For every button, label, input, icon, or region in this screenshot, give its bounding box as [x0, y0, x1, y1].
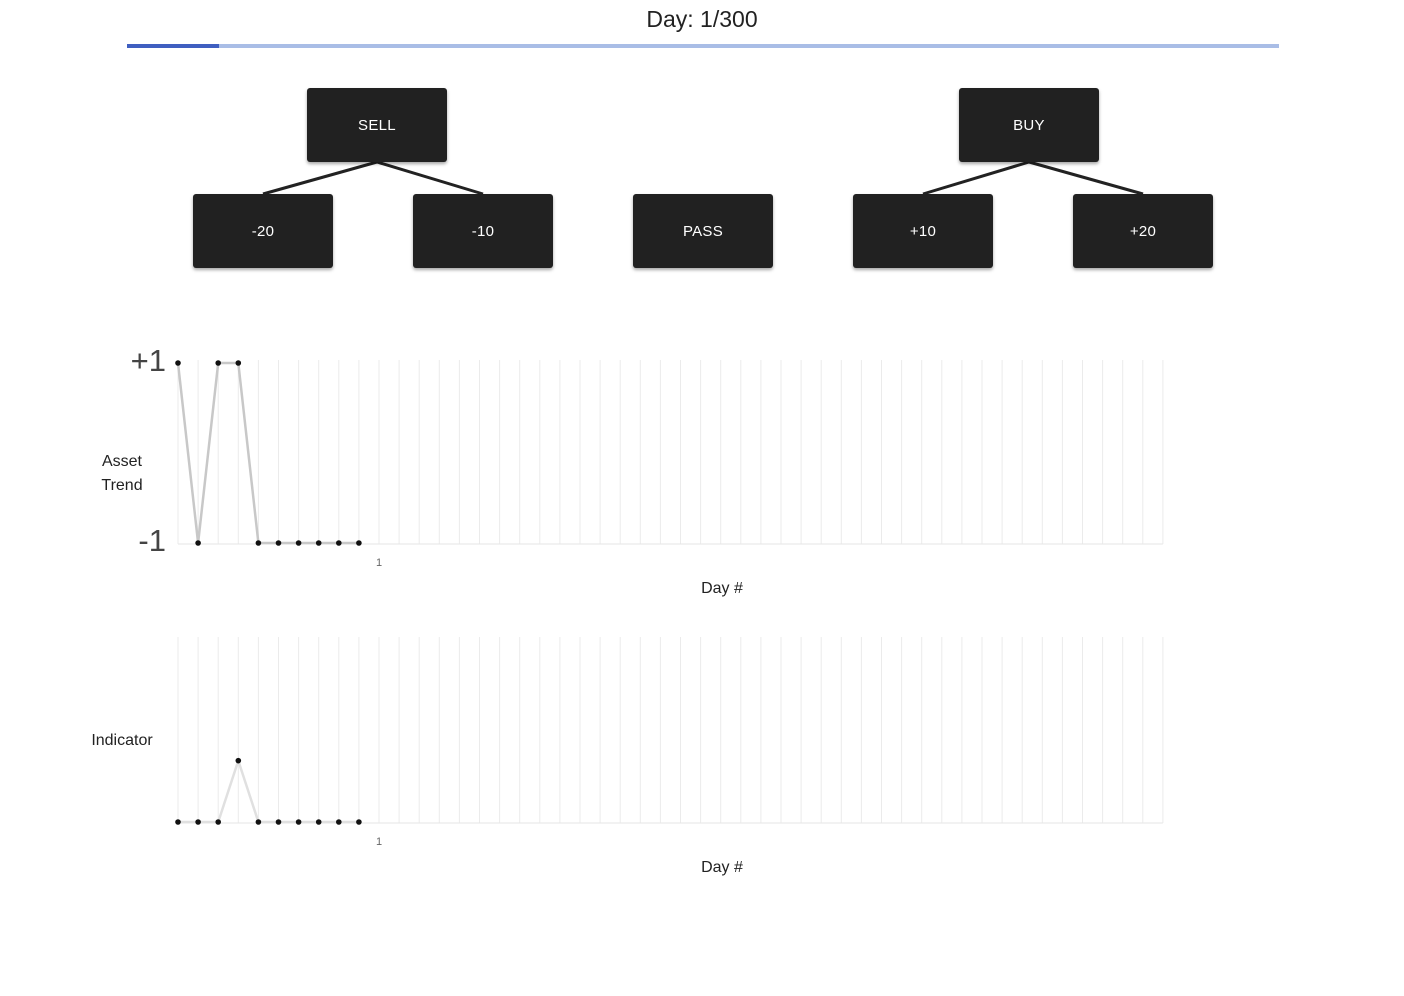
x-tick-label: 1 [376, 557, 382, 569]
sell-10-button[interactable]: -10 [413, 194, 553, 268]
series-line [176, 361, 359, 545]
indicator-chart: 1 [175, 637, 1164, 848]
data-point [235, 757, 242, 764]
connector-buy-plus10 [922, 160, 1030, 196]
asset-trend-xlabel: Day # [701, 580, 743, 597]
asset-trend-ylabel-line1: Asset [101, 453, 142, 470]
progress-bar [127, 44, 1279, 48]
data-point [315, 819, 322, 825]
data-point [356, 540, 362, 546]
data-point [356, 819, 362, 825]
progress-bar-fill [127, 44, 220, 48]
asset-trend-ytick-bottom: -1 [138, 523, 166, 558]
series-line [178, 756, 359, 824]
connector-buy-plus20 [1028, 160, 1144, 196]
pass-button[interactable]: PASS [633, 194, 773, 268]
data-point [336, 540, 342, 546]
data-point [215, 360, 221, 366]
connector-sell-minus20 [262, 160, 378, 196]
data-point [195, 819, 201, 825]
data-point [175, 360, 181, 366]
indicator-ylabel: Indicator [91, 732, 153, 749]
data-point [255, 819, 262, 825]
day-counter: Day: 1/300 [646, 6, 758, 32]
data-point [275, 819, 282, 825]
buy-button[interactable]: BUY [959, 88, 1099, 162]
sell-button[interactable]: SELL [307, 88, 447, 162]
data-point [336, 819, 342, 825]
asset-trend-ylabel: Asset Trend [82, 450, 162, 498]
connector-sell-minus10 [376, 160, 484, 196]
buy-10-button[interactable]: +10 [853, 194, 993, 268]
data-point [235, 360, 242, 366]
data-point [175, 819, 181, 825]
buy-20-button[interactable]: +20 [1073, 194, 1213, 268]
asset-trend-ytick-top: +1 [130, 343, 166, 378]
asset-trend-ylabel-line2: Trend [101, 477, 143, 494]
data-point [255, 540, 262, 546]
data-point [295, 819, 302, 825]
indicator-xlabel: Day # [701, 859, 743, 876]
data-point [195, 540, 201, 546]
data-point [215, 819, 221, 825]
data-point [295, 540, 302, 546]
x-tick-label: 1 [376, 836, 382, 848]
asset-trend-chart: 1 [175, 360, 1164, 569]
data-point [275, 540, 282, 546]
sell-20-button[interactable]: -20 [193, 194, 333, 268]
data-point [315, 540, 322, 546]
